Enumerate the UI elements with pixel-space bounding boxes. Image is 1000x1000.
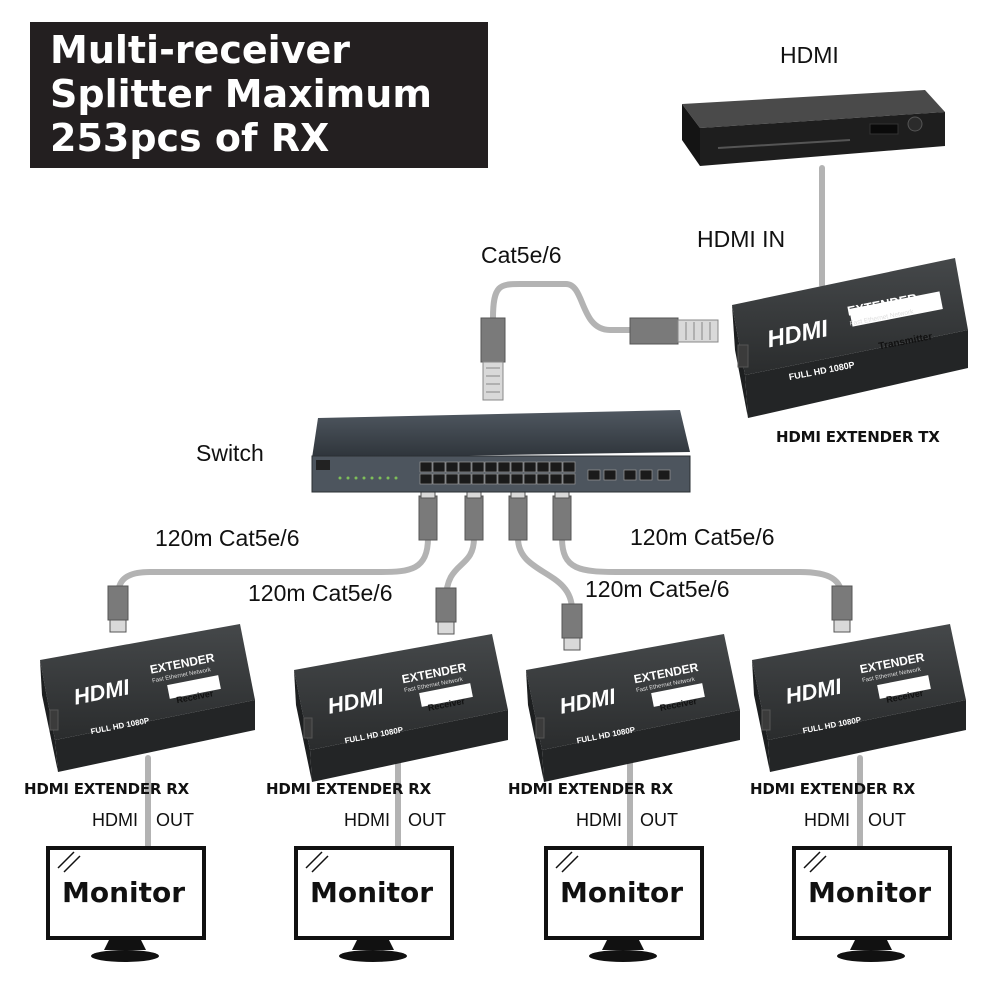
monitor-1-label: Monitor bbox=[62, 876, 186, 909]
rx3-caption: HDMI EXTENDER RX bbox=[508, 780, 673, 798]
title-box: Multi-receiver Splitter Maximum 253pcs o… bbox=[30, 22, 488, 168]
monitor-1 bbox=[46, 846, 206, 962]
title-line-3: 253pcs of RX bbox=[50, 116, 330, 160]
network-switch bbox=[311, 410, 691, 493]
rx4-caption: HDMI EXTENDER RX bbox=[750, 780, 915, 798]
rx4-out-right: OUT bbox=[868, 810, 906, 830]
rx2-out-left: HDMI bbox=[344, 810, 390, 830]
monitor-4 bbox=[792, 846, 952, 962]
rx3-out-left: HDMI bbox=[576, 810, 622, 830]
monitor-4-label: Monitor bbox=[808, 876, 932, 909]
cable-label-3: 120m Cat5e/6 bbox=[585, 576, 730, 602]
receiver-device-1 bbox=[40, 624, 255, 772]
rj45-connectors-switch bbox=[418, 487, 572, 541]
transmitter-device bbox=[732, 258, 968, 418]
switch-label: Switch bbox=[196, 440, 264, 466]
cables bbox=[115, 165, 863, 851]
cat-top-label: Cat5e/6 bbox=[481, 242, 562, 268]
title-line-1: Multi-receiver bbox=[50, 28, 350, 72]
cable-label-2: 120m Cat5e/6 bbox=[248, 580, 393, 606]
monitor-3 bbox=[544, 846, 704, 962]
monitor-3-label: Monitor bbox=[560, 876, 684, 909]
rj45-connectors-receivers bbox=[107, 585, 853, 651]
hdmi-in-label: HDMI IN bbox=[697, 226, 786, 252]
rx2-caption: HDMI EXTENDER RX bbox=[266, 780, 431, 798]
receiver-device-3 bbox=[526, 634, 740, 782]
rx1-out-right: OUT bbox=[156, 810, 194, 830]
cable-label-1: 120m Cat5e/6 bbox=[155, 525, 300, 551]
rj45-connector-top-left bbox=[480, 317, 506, 401]
cat-cable-3 bbox=[515, 535, 575, 613]
rj45-connector-top-right bbox=[629, 317, 719, 345]
cat-cable-top bbox=[490, 281, 635, 333]
receiver-device-2 bbox=[294, 634, 508, 782]
monitor-2 bbox=[294, 846, 454, 962]
rx1-caption: HDMI EXTENDER RX bbox=[24, 780, 189, 798]
cat-cable-4 bbox=[559, 535, 845, 601]
rx1-out-left: HDMI bbox=[92, 810, 138, 830]
media-player bbox=[682, 90, 945, 166]
rx4-out-left: HDMI bbox=[804, 810, 850, 830]
receiver-device-4 bbox=[752, 624, 966, 772]
transmitter-rj45-port-icon bbox=[737, 344, 749, 368]
monitor-2-label: Monitor bbox=[310, 876, 434, 909]
rx3-out-right: OUT bbox=[640, 810, 678, 830]
cable-label-4: 120m Cat5e/6 bbox=[630, 524, 775, 550]
title-line-2: Splitter Maximum bbox=[50, 72, 432, 116]
tx-caption: HDMI EXTENDER TX bbox=[776, 428, 940, 446]
hdmi-source-label: HDMI bbox=[780, 42, 839, 68]
rx2-out-right: OUT bbox=[408, 810, 446, 830]
